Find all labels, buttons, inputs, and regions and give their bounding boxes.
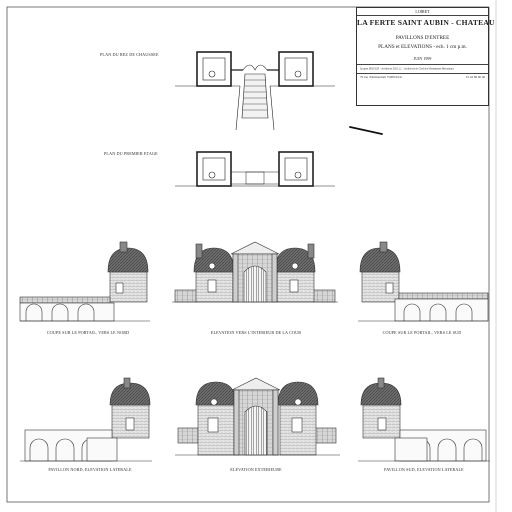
caption-section-south: COUPE SUR LE PORTAIL, VERS LE SUD <box>382 330 462 335</box>
caption-plan-first: PLAN DU PREMIER ETAGE <box>104 151 158 156</box>
caption-section-north: COUPE SUR LE PORTAIL, VERS LE NORD <box>46 330 130 335</box>
title-block-scale: PLANS et ELEVATIONS - ech. 1 cm p.m. <box>378 44 467 50</box>
title-block-region: LOIRET <box>415 9 430 14</box>
caption-side-south: PAVILLON SUD, ELEVATION LATERALE <box>384 467 464 472</box>
title-block-phone: 01 42 80 60 46 <box>465 75 485 79</box>
elevation-courtyard <box>172 241 338 303</box>
side-elevation-south <box>358 377 490 462</box>
title-block: LOIRET LA FERTE SAINT AUBIN - CHATEAU PA… <box>356 7 495 106</box>
side-elevation-north <box>20 377 152 462</box>
title-block-author: Jacques MOULIN - Architecte D.P.L.G. - A… <box>360 67 454 71</box>
caption-plan-ground: PLAN DU REZ DE CHAUSSEE <box>100 52 159 57</box>
caption-elevation-exterior: ELEVATION EXTERIEURE <box>230 467 282 472</box>
title-block-address: 79 rue d'Amsterdam 75008 Paris <box>360 75 402 79</box>
plan-ground-floor <box>175 51 335 131</box>
section-north <box>19 241 150 322</box>
title-block-date: JUIN 1999 <box>413 56 432 61</box>
pen-stroke-mark <box>349 126 383 135</box>
section-south <box>358 241 489 322</box>
title-block-subtitle: PAVILLONS D'ENTREE <box>395 35 450 41</box>
plan-first-floor <box>175 151 335 187</box>
caption-side-north: PAVILLON NORD, ELEVATION LATERALE <box>48 467 132 472</box>
sheet-border <box>6 6 490 503</box>
caption-elevation-court: ELEVATION VERS L'INTERIEUR DE LA COUR <box>210 330 302 335</box>
elevation-exterior <box>175 377 340 456</box>
title-block-title: LA FERTE SAINT AUBIN - CHATEAU <box>357 18 495 27</box>
